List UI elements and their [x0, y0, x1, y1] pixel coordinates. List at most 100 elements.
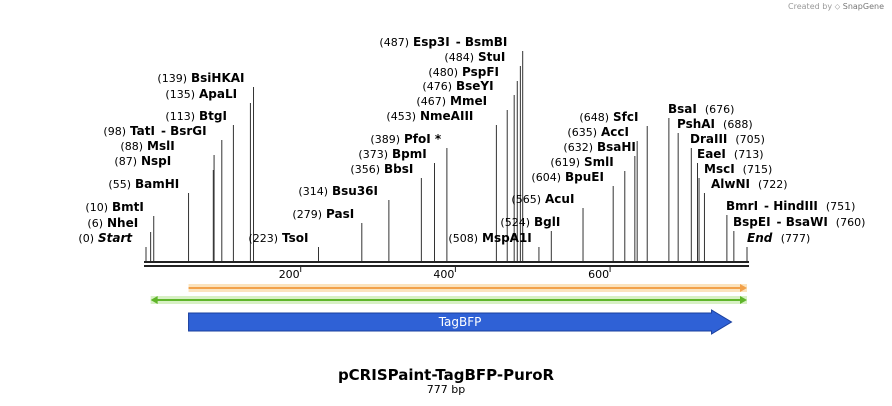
- site-position: (87): [114, 155, 137, 168]
- site-mmei: (467) MmeI: [416, 94, 508, 261]
- site-bspei: (760)BspEI- BsaWI: [733, 215, 865, 261]
- site-name: StuI: [478, 50, 505, 64]
- site-position: (760): [836, 216, 866, 229]
- tagbfp-label: TagBFP: [438, 315, 482, 329]
- site-bmri: (751)BmrI- HindIII: [726, 199, 855, 261]
- site-name: PasI: [326, 207, 354, 221]
- site-name: Start: [98, 231, 133, 245]
- site-name: NheI: [107, 216, 138, 230]
- ruler-label: 400: [433, 268, 454, 281]
- site-position: (508): [448, 232, 478, 245]
- green-feature-right-arrowhead: [740, 296, 747, 304]
- site-name: MspA1I: [482, 231, 532, 245]
- site-name: BamHI: [135, 177, 179, 191]
- site-position: (6): [87, 217, 103, 230]
- site-sfci: (648)SfcI: [579, 110, 648, 261]
- site-pfoi: (389)PfoI *: [370, 132, 448, 261]
- site-position: (604): [531, 171, 561, 184]
- site-position: (10): [85, 201, 108, 214]
- site-name: MslI: [147, 139, 175, 153]
- site-name: BpmI: [392, 147, 427, 161]
- site-bsihkai: (139) BsiHKAI: [157, 71, 255, 261]
- site-name: MscI: [704, 162, 735, 176]
- site-bsahi: (632)BsaHI: [563, 140, 636, 261]
- sequence-backbone: [144, 261, 749, 267]
- site-position: (55): [108, 178, 131, 191]
- site-name: AccI: [601, 125, 629, 139]
- site-name: ApaLI: [199, 87, 237, 101]
- credit-brand: SnapGene: [842, 2, 884, 11]
- site-name: BpuEI: [565, 170, 604, 184]
- site-name: End: [747, 231, 773, 245]
- site-name: BtgI: [199, 109, 227, 123]
- site-name: BsiHKAI: [191, 71, 245, 85]
- site-name: NspI: [141, 154, 171, 168]
- site-name: TatI: [130, 124, 155, 138]
- site-eaei: (713)EaeI: [696, 147, 764, 261]
- site-position: (467): [416, 95, 446, 108]
- ruler-label: 600: [588, 268, 609, 281]
- green-feature-left-arrowhead: [150, 296, 158, 304]
- site-bsai: (676)BsaI: [668, 102, 734, 261]
- site-bpuei: (604) BpuEI: [531, 170, 614, 261]
- site-bgli: (524)BglI: [500, 215, 560, 261]
- site-mspa1i: (508) MspA1I: [448, 231, 540, 261]
- site-nspi: (87) NspI: [114, 154, 214, 261]
- features: TagBFP: [150, 284, 748, 335]
- site-name: EaeI: [697, 147, 726, 161]
- site-position: (373): [358, 148, 388, 161]
- restriction-sites: (0) Start(6) NheI(10)BmtI (55) BamHI (87) NspI…: [78, 35, 865, 261]
- site-name: MmeI: [450, 94, 487, 108]
- site-position: (223): [248, 232, 278, 245]
- site-position: (777): [781, 232, 811, 245]
- site-position: (722): [758, 178, 788, 191]
- site-position: (705): [735, 133, 765, 146]
- site-position: (565): [511, 193, 541, 206]
- site-nhei: (6) NheI: [87, 216, 152, 261]
- site-tati: (98)TatI- BsrGI: [103, 124, 223, 261]
- site-btgi: (113)BtgI: [165, 109, 234, 261]
- site-nmeaiii: (453)NmeAIII: [386, 109, 497, 261]
- site-position: (98): [103, 125, 126, 138]
- site-name: PspFI: [462, 65, 499, 79]
- site-position: (688): [723, 118, 753, 131]
- site-name: BbsI: [384, 162, 413, 176]
- site-name: Esp3I: [413, 35, 450, 49]
- site-acui: (565) AcuI: [511, 192, 584, 261]
- credit-prefix: Created by: [788, 2, 833, 11]
- site-position: (480): [428, 66, 458, 79]
- site-position: (648): [579, 111, 609, 124]
- site-position: (619): [550, 156, 580, 169]
- site-pspfi: (480) PspFI: [428, 65, 518, 261]
- site-name-2: - HindIII: [764, 199, 818, 213]
- tagbfp-arrow: [188, 309, 733, 335]
- site-name: BseYI: [456, 79, 494, 93]
- site-position: (632): [563, 141, 593, 154]
- site-name: BsaI: [668, 102, 697, 116]
- site-smli: (619)SmlI: [550, 155, 626, 261]
- site-name-2: - BsmBI: [456, 35, 508, 49]
- ruler-label: 200: [279, 268, 300, 281]
- ruler: 200 400 600: [279, 266, 611, 281]
- site-pasi: (279)PasI: [292, 207, 363, 261]
- site-apali: (135)ApaLI: [165, 87, 251, 261]
- site-bpmi: (373) BpmI: [358, 147, 436, 261]
- site-position: (0): [78, 232, 94, 245]
- site-name: BglI: [534, 215, 560, 229]
- site-name: AcuI: [545, 192, 574, 206]
- plasmid-name: pCRISPaint-TagBFP-PuroR: [337, 366, 555, 384]
- site-position: (139): [157, 72, 187, 85]
- site-bmti: (10)BmtI: [85, 200, 155, 261]
- site-position: (356): [350, 163, 380, 176]
- site-end: (777) End: [746, 231, 811, 261]
- site-position: (314): [298, 185, 328, 198]
- site-position: (453): [386, 110, 416, 123]
- site-msli: (88)MslI: [120, 139, 215, 261]
- site-name: PshAI: [677, 117, 715, 131]
- site-stui: (484)StuI: [444, 50, 521, 261]
- site-name: BspEI: [733, 215, 771, 229]
- site-bseyi: (476)BseYI: [422, 79, 515, 261]
- site-name: AlwNI: [711, 177, 750, 191]
- orange-feature-arrowhead: [740, 284, 747, 292]
